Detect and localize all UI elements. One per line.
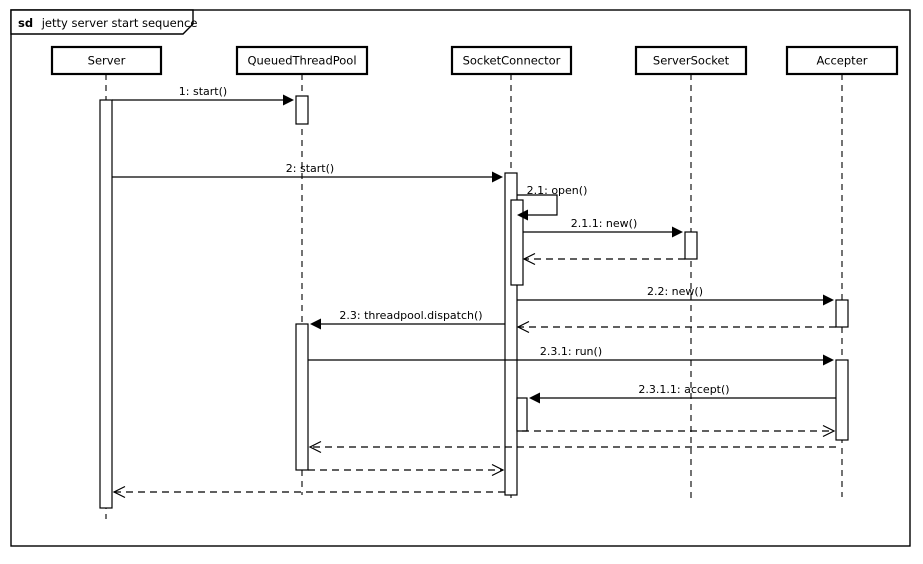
message-label: 2.3.1.1: accept()	[638, 383, 729, 396]
activation-bar-accepter[interactable]	[835, 299, 849, 328]
frame-name-tab	[10, 9, 194, 35]
lifeline-head-box[interactable]	[50, 45, 163, 76]
arrowhead-filled	[672, 226, 683, 238]
message-label: 2: start()	[286, 162, 334, 175]
message-label: 2.1: open()	[527, 184, 588, 197]
activation-bar-queuedthreadpool[interactable]	[295, 323, 309, 471]
message-msg-2-3[interactable]: 2.3: threadpool.dispatch()	[310, 309, 505, 330]
message-msg-2-2-ret[interactable]	[516, 320, 836, 334]
arrowhead-filled	[517, 209, 528, 221]
message-msg-2-1-1-ret[interactable]	[522, 252, 685, 266]
message-msg-2-1[interactable]: 2.1: open()	[517, 184, 587, 221]
lifeline-serversocket[interactable]: ServerSocket	[634, 45, 748, 499]
activation-bar-server[interactable]	[99, 99, 113, 509]
message-msg-acc-run-ret[interactable]	[308, 440, 836, 454]
arrowhead-open	[491, 463, 505, 477]
lifeline-label: ServerSocket	[653, 54, 730, 68]
message-label: 2.3.1: run()	[540, 345, 602, 358]
arrowhead-filled	[283, 94, 294, 106]
activations-group	[99, 95, 849, 509]
arrowhead-open	[516, 320, 530, 334]
messages-group: 1: start() 2: start() 2.1: open() 2.1.1: ne…	[112, 85, 836, 499]
diagram-frame: sd jetty server start sequence	[10, 9, 911, 547]
message-msg-2-2[interactable]: 2.2: new()	[517, 285, 834, 306]
lifeline-head-box[interactable]	[235, 45, 369, 76]
activation-bar-serversocket[interactable]	[684, 231, 698, 260]
lifeline-label: Accepter	[817, 54, 868, 68]
lifeline-head-box[interactable]	[634, 45, 748, 76]
arrowhead-filled	[492, 171, 503, 183]
activation-bar-socketconnector[interactable]	[516, 397, 528, 432]
activation-bar-queuedthreadpool[interactable]	[295, 95, 309, 125]
message-msg-qtp-ret[interactable]	[308, 463, 505, 477]
activation-bar-accepter[interactable]	[835, 359, 849, 441]
arrowhead-open	[112, 485, 126, 499]
frame-label: sd jetty server start sequence	[18, 16, 197, 30]
arrowhead-open	[822, 424, 836, 438]
message-label: 2.3: threadpool.dispatch()	[339, 309, 482, 322]
message-msg-2-3-1-1[interactable]: 2.3.1.1: accept()	[529, 383, 836, 404]
message-msg-2-3-1[interactable]: 2.3.1: run()	[308, 345, 834, 366]
lifeline-label: SocketConnector	[463, 54, 561, 68]
arrowhead-open	[522, 252, 536, 266]
arrowhead-filled	[310, 318, 321, 330]
message-label: 2.1.1: new()	[571, 217, 638, 230]
message-label: 1: start()	[179, 85, 227, 98]
message-path	[517, 194, 558, 216]
lifeline-head-box[interactable]	[450, 45, 573, 76]
lifeline-label: QueuedThreadPool	[247, 54, 356, 68]
frame-border	[10, 9, 911, 547]
message-msg-2-1-1[interactable]: 2.1.1: new()	[523, 217, 683, 238]
message-msg-2[interactable]: 2: start()	[112, 162, 503, 183]
lifeline-head-box[interactable]	[785, 45, 899, 76]
arrowhead-filled	[823, 294, 834, 306]
message-msg-sc-ret[interactable]	[112, 485, 505, 499]
arrowhead-open	[308, 440, 322, 454]
lifeline-queuedthreadpool[interactable]: QueuedThreadPool	[235, 45, 369, 495]
lifelines-group: Server QueuedThreadPool SocketConnector Ser…	[50, 45, 899, 519]
frame-kind-text: sd	[18, 16, 33, 30]
arrowhead-filled	[529, 392, 540, 404]
activation-bar-socketconnector[interactable]	[510, 199, 524, 286]
message-label: 2.2: new()	[647, 285, 703, 298]
frame-name-text: jetty server start sequence	[41, 16, 198, 30]
message-msg-2-3-1-1-ret[interactable]	[522, 424, 836, 438]
message-msg-1[interactable]: 1: start()	[112, 85, 294, 106]
arrowhead-filled	[823, 354, 834, 366]
lifeline-socketconnector[interactable]: SocketConnector	[450, 45, 573, 500]
lifeline-label: Server	[88, 54, 126, 68]
